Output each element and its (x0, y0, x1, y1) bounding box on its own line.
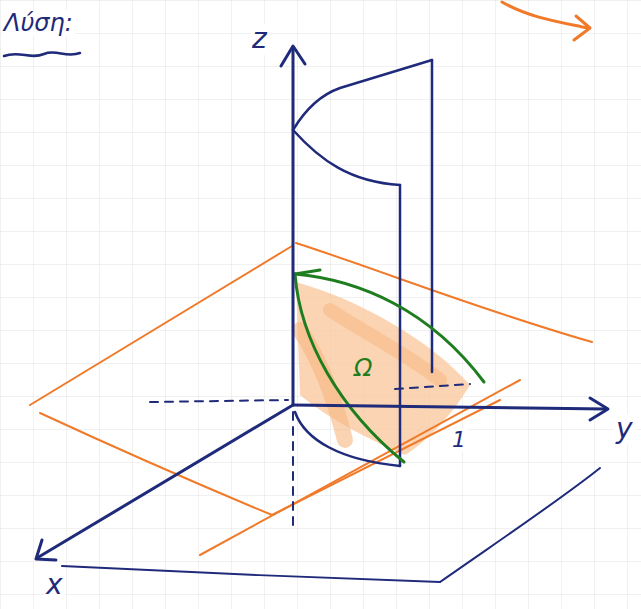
page-arrow (502, 2, 590, 40)
region-outline (295, 270, 484, 462)
heading-underline (4, 52, 80, 56)
axis-label: x (44, 570, 65, 601)
axis-label: y (614, 414, 635, 445)
tick-label: 1 (450, 428, 468, 452)
axis (36, 46, 608, 560)
lower-surface (62, 468, 600, 582)
axis-label: z (250, 24, 269, 55)
heading-text: Λύση: (2, 10, 75, 36)
region-label: Ω (352, 355, 374, 381)
plane (30, 243, 592, 555)
shade-stroke (300, 330, 345, 440)
